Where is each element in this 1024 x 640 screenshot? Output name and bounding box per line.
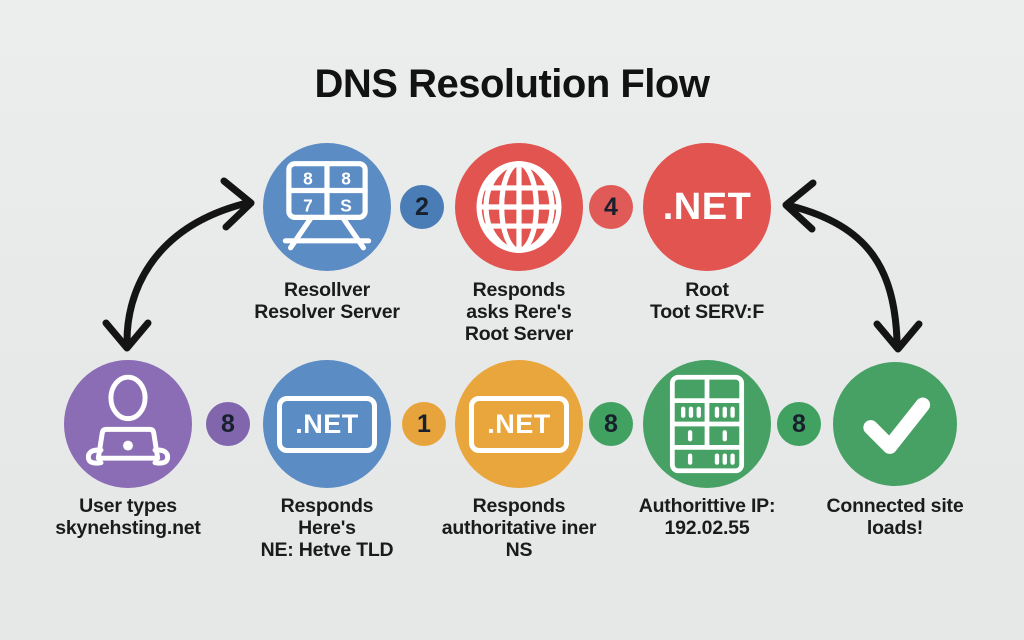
step-badge: 4 [589,185,633,229]
resolver-server-node: 8 8 7 S [263,143,391,271]
curved-arrow-right [782,179,923,353]
user-node [64,360,192,488]
globe-icon [476,161,562,253]
node-label-root-server: Responds asks Rere's Root Server [464,279,574,345]
site-loads-node [833,362,957,486]
svg-text:S: S [340,195,352,215]
user-laptop-icon [85,374,171,466]
dotnet-text: .NET [662,185,752,228]
step-badge: 1 [402,402,446,446]
step-badge: 2 [400,185,444,229]
tld-response-node: .NET [263,360,391,488]
svg-text:8: 8 [341,168,351,188]
dotnet-box-icon: .NET [469,395,569,453]
root-server-node [455,143,583,271]
dotnet-box-icon: .NET [277,395,377,453]
authoritative-ns-node: .NET [455,360,583,488]
svg-text:7: 7 [303,195,313,215]
root-tld-node: .NET [643,143,771,271]
step-badge: 8 [206,402,250,446]
scoreboard-server-icon: 8 8 7 S [282,161,372,251]
step-badge: 8 [589,402,633,446]
svg-text:8: 8 [303,168,313,188]
node-label-authoritative-ip: Authorittive IP: 192.02.55 [638,495,776,539]
server-rack-icon [669,374,745,474]
node-label-root-tld: Root Toot SERV:F [649,279,765,323]
authoritative-ip-node [643,360,771,488]
node-label-tld-response: Responds Here's NE: Hetve TLD [260,495,394,561]
node-label-authoritative-ns: Responds authoritative iner NS [441,495,597,561]
node-label-resolver: Resollver Resolver Server [254,279,400,323]
diagram-title: DNS Resolution Flow [314,62,710,106]
checkmark-icon [863,397,931,454]
node-label-user: User types skynehsting.net [55,495,201,539]
step-badge: 8 [777,402,821,446]
node-label-site-loads: Connected site loads! [826,495,964,539]
